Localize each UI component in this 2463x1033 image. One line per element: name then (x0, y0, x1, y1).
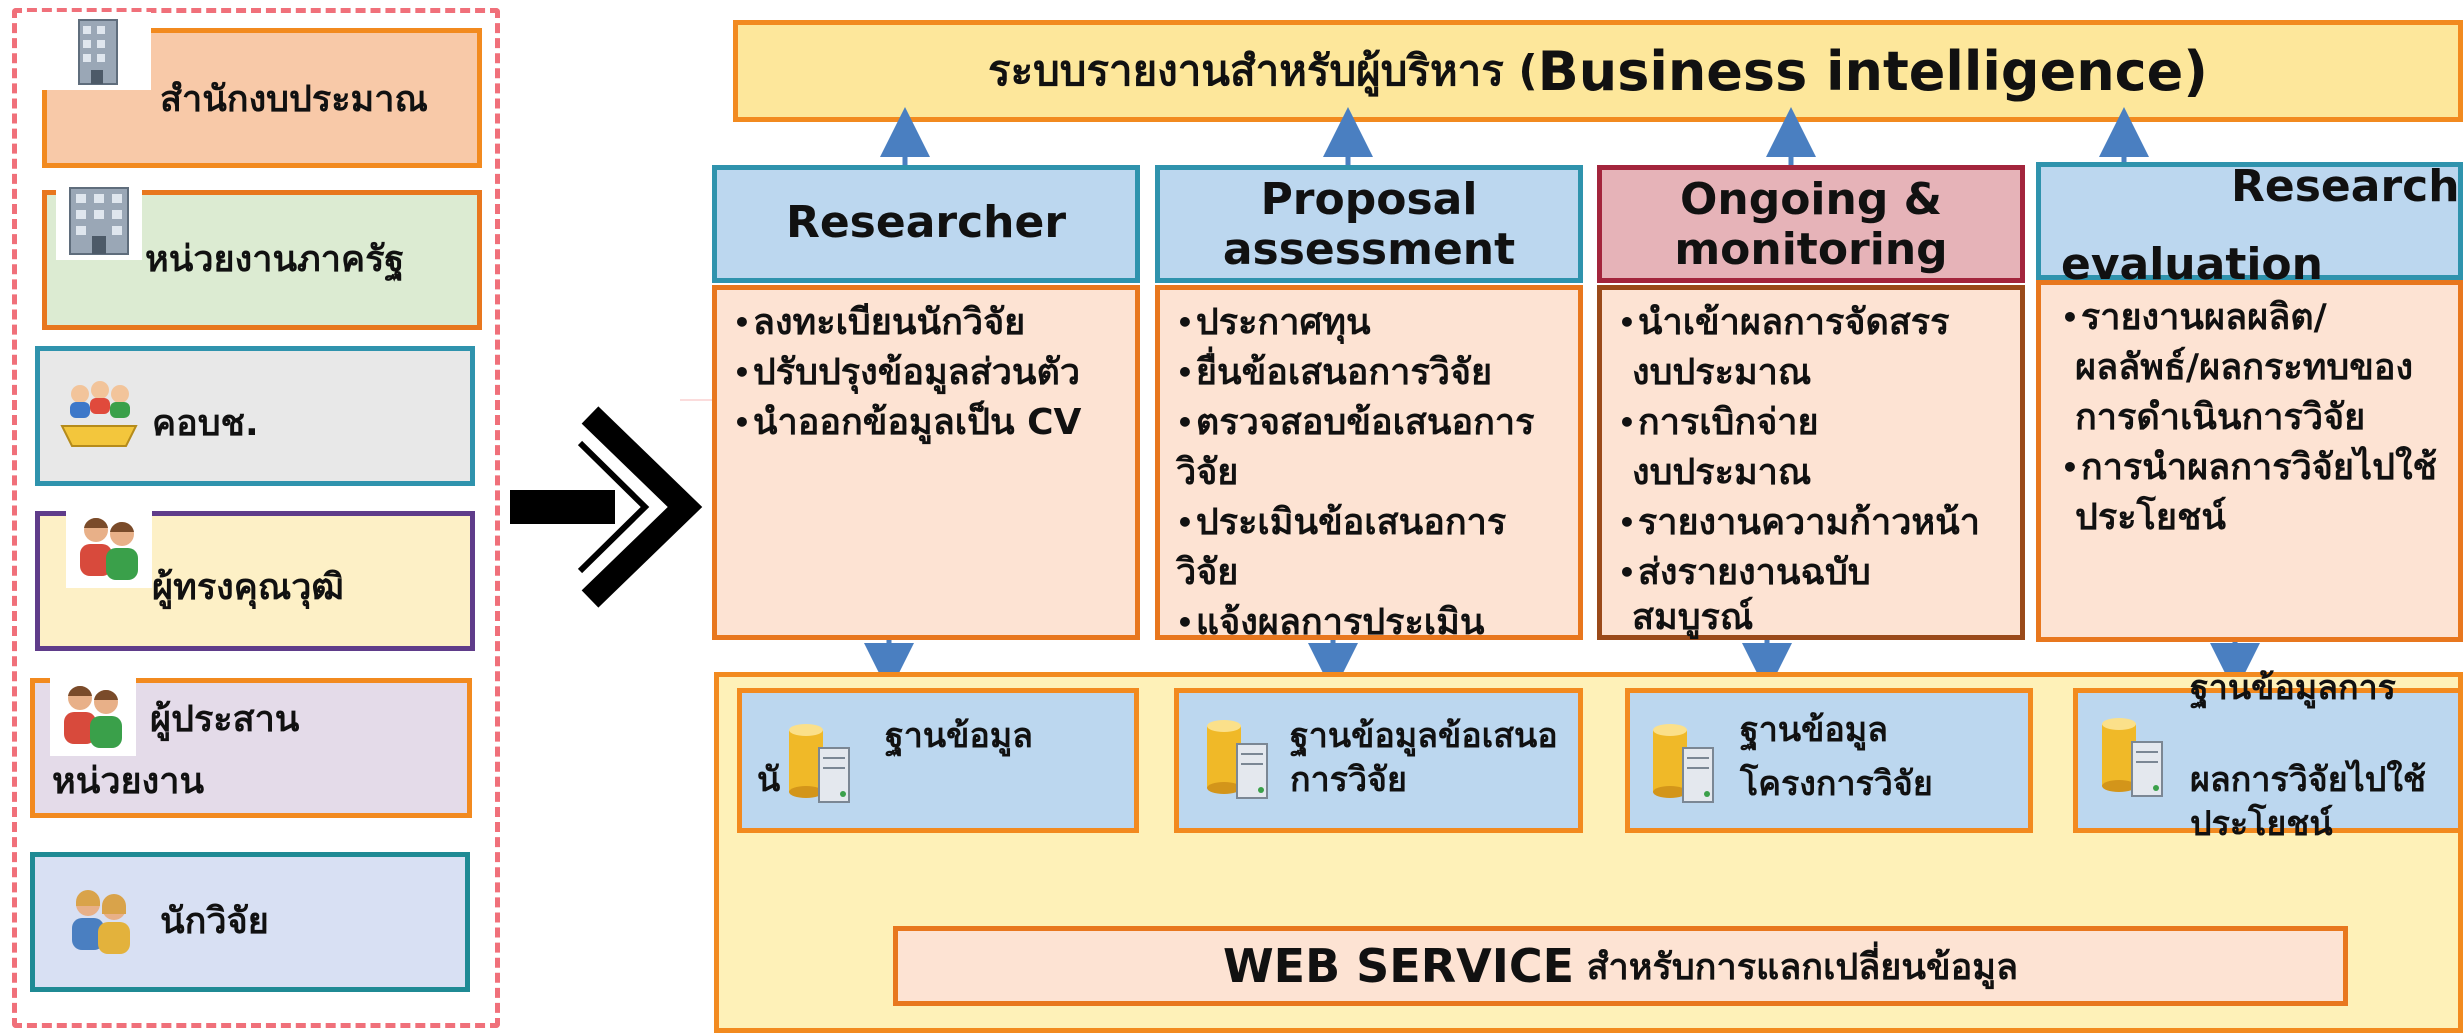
database-icon (1207, 720, 1268, 799)
database-label: โครงการวิจัย (1740, 764, 1933, 804)
bullet-item: •ส่งรายงานฉบับ (1618, 552, 1871, 593)
business-intelligence-bar: ระบบรายงานสำหรับผู้บริหาร (Business inte… (733, 20, 2463, 122)
database-icon (789, 724, 850, 803)
column-research-evaluation: •รายงานผลผลิต/ ผลลัพธ์/ผลกระทบของ การดำเ… (2036, 280, 2463, 642)
bullet-item: •ประเมินข้อเสนอการ (1176, 502, 1507, 543)
flow-arrow-icon (510, 399, 715, 608)
meeting-icon (56, 376, 142, 456)
actor-label: สำนักงบประมาณ (160, 79, 428, 120)
database-label: นั (757, 760, 781, 800)
bullet-item: •นำเข้าผลการจัดสรร (1618, 302, 1950, 343)
database-label: ฐานข้อมูลการ (2190, 668, 2396, 708)
actor-label: นักวิจัย (160, 901, 269, 942)
bullet-item: •ปรับปรุงข้อมูลส่วนตัว (733, 352, 1081, 393)
bullet-item: •ลงทะเบียนนักวิจัย (733, 302, 1026, 343)
bullet-continuation: ประโยชน์ (2075, 497, 2226, 538)
actor-label: คอบช. (152, 403, 259, 444)
actor-researcher (30, 852, 470, 992)
column-researcher: •ลงทะเบียนนักวิจัย •ปรับปรุงข้อมูลส่วนตั… (712, 285, 1140, 640)
database-icon (2102, 718, 2163, 797)
bullet-item: •รายงานผลผลิต/ (2061, 297, 2327, 338)
bullet-item: •ยื่นข้อเสนอการวิจัย (1176, 352, 1493, 393)
bullet-continuation: วิจัย (1176, 452, 1239, 493)
database-label: การวิจัย (1290, 760, 1407, 800)
stakeholder-group-frame (12, 8, 500, 1028)
column-proposal-assessment: •ประกาศทุน •ยื่นข้อเสนอการวิจัย •ตรวจสอบ… (1155, 285, 1583, 640)
database-label: ผลการวิจัยไปใช้ (2190, 760, 2426, 800)
bullet-item: •ประกาศทุน (1176, 302, 1371, 343)
actor-label: หน่วยงานภาครัฐ (145, 239, 405, 280)
database-label: ประโยชน์ (2190, 804, 2333, 844)
bullet-item: •รายงานความก้าวหน้า (1618, 502, 1980, 543)
actor-committee (35, 346, 475, 486)
web-service-bar: WEB SERVICE สำหรับการแลกเปลี่ยนข้อมูล (893, 926, 2348, 1006)
people-icon (58, 882, 144, 962)
bi-title-thai: ระบบรายงานสำหรับผู้บริหาร ( (988, 46, 1538, 95)
actor-budget-bureau (42, 28, 482, 168)
header-proposal-assessment: Proposal assessment (1155, 165, 1583, 283)
header-line: assessment (1222, 224, 1516, 275)
bi-title-english: Business intelligence) (1537, 39, 2208, 103)
bullet-continuation: การดำเนินการวิจัย (2075, 397, 2366, 438)
building-icon (27, 12, 151, 90)
bullet-item: •แจ้งผลการประเมิน (1176, 602, 1485, 640)
bullet-continuation: งบประมาณ (1632, 352, 1812, 393)
header-researcher: Researcher (712, 165, 1140, 283)
database-label: ฐานข้อมูลข้อเสนอ (1290, 716, 1558, 756)
bullet-item: •ตรวจสอบข้อเสนอการ (1176, 402, 1535, 443)
bullet-continuation: ผลลัพธ์/ผลกระทบของ (2075, 347, 2414, 388)
database-label: ฐานข้อมูล (885, 716, 1034, 756)
header-research-evaluation: Research evaluation (2036, 161, 2463, 290)
column-ongoing-monitoring: •นำเข้าผลการจัดสรร งบประมาณ •การเบิกจ่าย… (1597, 285, 2025, 640)
bullet-continuation: งบประมาณ (1632, 452, 1812, 493)
header-line: Proposal (1260, 174, 1478, 225)
web-service-subtitle: สำหรับการแลกเปลี่ยนข้อมูล (1574, 946, 2019, 988)
header-line: Research (2231, 161, 2460, 212)
building-icon (56, 180, 142, 260)
people-icon (50, 676, 136, 756)
bullet-item: •นำออกข้อมูลเป็น CV (733, 402, 1082, 443)
bullet-continuation: วิจัย (1176, 552, 1239, 593)
header-line: Ongoing & (1679, 174, 1943, 225)
web-service-title: WEB SERVICE (1222, 939, 1575, 993)
database-icon (1653, 724, 1714, 803)
header-line: monitoring (1674, 224, 1948, 275)
database-label: ฐานข้อมูล (1740, 710, 1889, 750)
actor-label: ผู้ทรงคุณวุฒิ (152, 567, 344, 608)
bullet-item: •การนำผลการวิจัยไปใช้ (2061, 447, 2437, 488)
actor-label-line1: ผู้ประสาน (150, 699, 300, 740)
header-ongoing-monitoring: Ongoing & monitoring (1597, 165, 2025, 283)
bullet-item: •การเบิกจ่าย (1618, 402, 1819, 443)
actor-label-line2: หน่วยงาน (52, 761, 205, 802)
bullet-continuation: สมบูรณ์ (1632, 597, 1754, 638)
header-line: Researcher (785, 197, 1067, 248)
people-icon (66, 508, 152, 588)
